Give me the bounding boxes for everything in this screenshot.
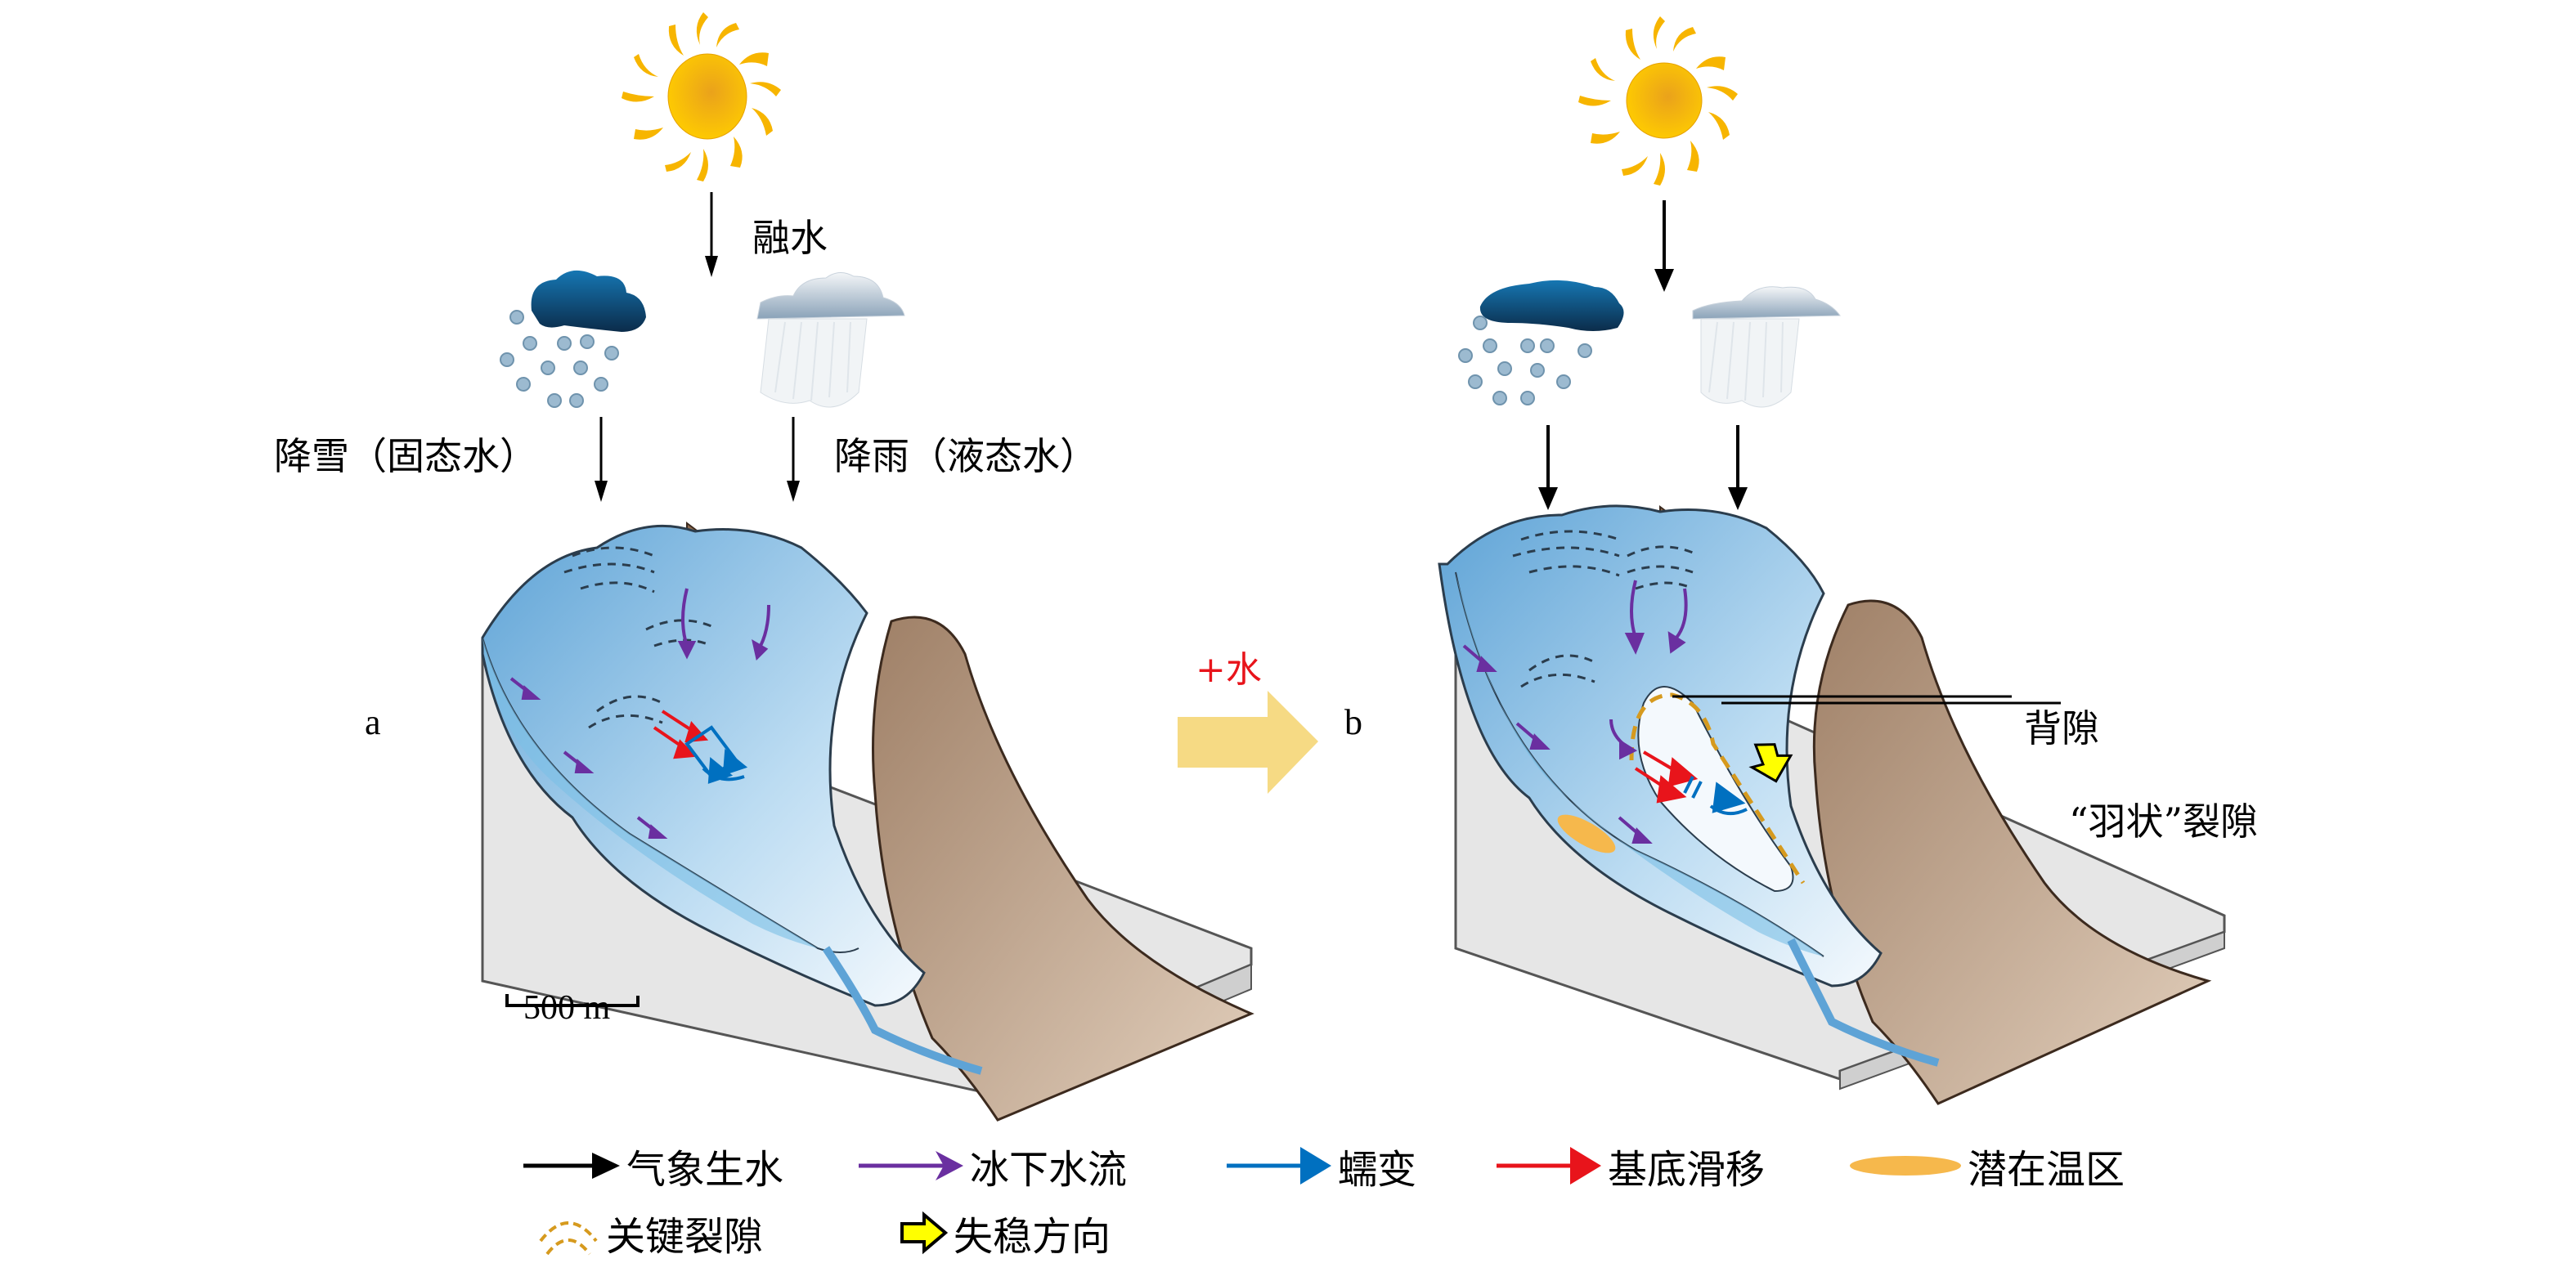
legend-label: 潜在温区 <box>1968 1147 2125 1193</box>
legend-item-key-crevasse: 关键裂隙 <box>536 1208 763 1260</box>
meltwater-arrow-icon <box>705 192 718 277</box>
rain-cloud-icon <box>756 272 905 408</box>
purple-arrow-icon <box>859 1151 963 1180</box>
snowfall-arrow-icon <box>595 417 608 502</box>
snowfall-label: 降雪（固态水） <box>274 434 537 478</box>
legend-item-instability-direction: 失稳方向 <box>900 1208 1111 1260</box>
feather-crevasse-label: “羽状”裂隙 <box>2069 799 2259 844</box>
rain-cloud-icon <box>1692 286 1841 408</box>
rainfall-label: 降雨（液态水） <box>834 434 1097 478</box>
legend-label: 蠕变 <box>1338 1147 1417 1193</box>
snow-cloud-icon <box>1458 280 1624 405</box>
meltwater-arrow-icon <box>1654 200 1674 292</box>
snow-cloud-icon <box>500 270 646 408</box>
legend-item-subglacial-flow: 冰下水流 <box>859 1141 1127 1193</box>
glacier-block-b <box>1438 504 2226 1105</box>
meltwater-label: 融水 <box>752 216 828 260</box>
sun-icon <box>622 12 781 181</box>
blue-arrow-icon <box>1227 1147 1331 1185</box>
yellow-block-arrow-icon <box>900 1211 949 1255</box>
dashed-arc-icon <box>539 1221 598 1256</box>
red-arrow-icon <box>1497 1147 1601 1185</box>
legend-item-basal-sliding: 基底滑移 <box>1497 1141 1765 1193</box>
rainfall-arrow-icon <box>787 417 800 502</box>
snowfall-arrow-icon <box>1538 425 1558 510</box>
add-water-label: +水 <box>1196 649 1262 691</box>
legend-label: 关键裂隙 <box>606 1214 764 1260</box>
panel-a-label: a <box>365 702 381 742</box>
scale-bar-label: 500 m <box>523 989 611 1027</box>
back-crevasse-label: 背隙 <box>2024 706 2099 750</box>
black-arrow-icon <box>523 1153 620 1179</box>
panel-b-label: b <box>1344 702 1362 742</box>
orange-ellipse-icon <box>1850 1156 1961 1176</box>
legend-item-meteoric-water: 气象生水 <box>523 1141 783 1193</box>
legend-label: 基底滑移 <box>1608 1147 1766 1193</box>
sun-icon <box>1578 16 1738 186</box>
legend-label: 气象生水 <box>626 1147 784 1193</box>
glacier-block-a <box>481 522 1254 1122</box>
rainfall-arrow-icon <box>1728 425 1748 510</box>
legend-label: 冰下水流 <box>970 1147 1128 1193</box>
transition-arrow-icon <box>1178 691 1318 794</box>
legend-item-creep: 蠕变 <box>1227 1141 1416 1193</box>
legend-item-warm-zone: 潜在温区 <box>1848 1141 2125 1193</box>
legend-label: 失稳方向 <box>954 1214 1111 1260</box>
